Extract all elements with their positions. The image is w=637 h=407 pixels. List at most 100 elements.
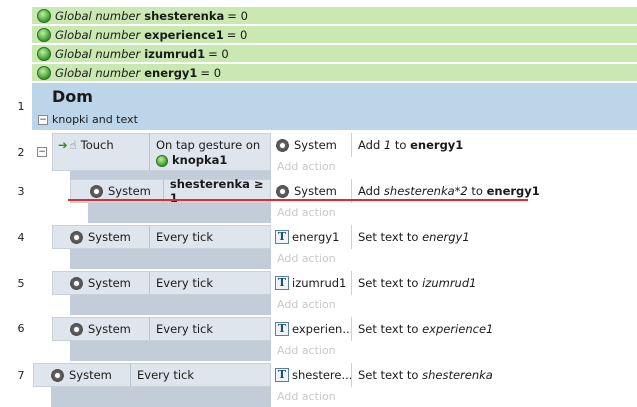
condition-object-name: System	[108, 184, 151, 198]
line-number: 2	[17, 146, 25, 159]
action-object-name: experien...	[292, 322, 352, 336]
action-to: to	[471, 184, 483, 198]
line-number: 6	[17, 322, 25, 335]
condition-object-name: System	[88, 230, 131, 244]
action-verb: Set text to	[358, 368, 419, 382]
condition-object-name: System	[69, 368, 112, 382]
action-row[interactable]: T izumrud1 Set text to izumrud1	[272, 271, 637, 295]
gear-icon	[275, 183, 290, 199]
action-verb: Set text to	[358, 322, 419, 336]
gear-icon	[69, 321, 84, 337]
text-object-icon: T	[275, 230, 289, 244]
collapse-icon[interactable]: −	[38, 115, 48, 125]
event-condition[interactable]: System Every tick	[52, 271, 271, 295]
gear-icon	[69, 229, 84, 245]
action-row[interactable]: T experien... Set text to experience1	[272, 317, 637, 341]
line-number: 7	[17, 369, 25, 382]
global-keyword: Global number	[55, 27, 141, 42]
add-action-link[interactable]: Add action	[272, 203, 637, 223]
global-keyword: Global number	[55, 46, 141, 61]
condition-object: System	[71, 180, 164, 202]
action-object: T izumrud1	[272, 271, 352, 295]
sprite-icon	[156, 154, 168, 167]
arrow-right-icon: ➔	[58, 138, 68, 152]
event-condition[interactable]: System Every tick	[52, 317, 271, 341]
action-value: shesterenka	[422, 368, 493, 382]
group-description: knopki and text	[52, 113, 138, 126]
add-action-link[interactable]: Add action	[272, 387, 637, 407]
action-value: energy1	[422, 230, 470, 244]
action-target: energy1	[410, 138, 464, 152]
global-var-row[interactable]: Global number shesterenka = 0	[32, 6, 637, 24]
condition-spacer	[51, 387, 271, 407]
condition-object: System	[53, 272, 150, 294]
global-var-row[interactable]: Global number energy1 = 0	[32, 63, 637, 81]
line-number: 5	[17, 277, 25, 290]
group-title: Dom	[52, 87, 93, 106]
global-name: shesterenka	[144, 8, 225, 23]
globe-icon	[37, 8, 51, 23]
action-row[interactable]: T energy1 Set text to energy1	[272, 225, 637, 249]
global-name: izumrud1	[144, 46, 206, 61]
global-keyword: Global number	[55, 65, 141, 80]
globe-icon	[37, 65, 51, 80]
action-object-name: shestere...	[292, 368, 352, 382]
global-value: = 0	[200, 65, 222, 80]
add-action-link[interactable]: Add action	[272, 249, 637, 269]
condition-text: On tap gesture on knopka1	[150, 134, 260, 168]
action-object-name: energy1	[292, 230, 340, 244]
event-group[interactable]: Dom − knopki and text	[32, 82, 637, 130]
global-keyword: Global number	[55, 8, 141, 23]
action-object: T experien...	[272, 317, 352, 341]
action-value: izumrud1	[422, 276, 477, 290]
action-value: 1	[383, 138, 392, 152]
action-verb: Add	[358, 138, 381, 152]
action-row[interactable]: T shestere... Set text to shesterenka	[272, 363, 637, 387]
collapse-icon[interactable]: −	[37, 147, 47, 157]
condition-text: Every tick	[137, 368, 195, 382]
text-object-icon: T	[275, 276, 289, 290]
action-object: System	[272, 133, 352, 157]
condition-object-name: System	[88, 276, 131, 290]
condition-object-name: System	[88, 322, 131, 336]
condition-spacer	[70, 341, 271, 361]
action-object: T energy1	[272, 225, 352, 249]
globe-icon	[37, 27, 51, 42]
condition-target: knopka1	[172, 153, 228, 167]
global-value: = 0	[226, 27, 248, 42]
global-value: = 0	[227, 8, 248, 23]
condition-object: System	[53, 318, 150, 340]
condition-object: ➔ ☝ Touch	[53, 134, 150, 170]
condition-spacer	[70, 249, 271, 269]
global-var-row[interactable]: Global number experience1 = 0	[32, 25, 637, 43]
global-name: experience1	[144, 27, 224, 42]
action-row[interactable]: System Add 1 to energy1	[272, 133, 637, 157]
event-condition[interactable]: ➔ ☝ Touch On tap gesture on knopka1	[52, 133, 271, 171]
add-action-link[interactable]: Add action	[272, 295, 637, 315]
event-condition[interactable]: System Every tick	[33, 363, 271, 387]
action-text: Add 1 to energy1	[352, 138, 463, 152]
add-action-link[interactable]: Add action	[272, 341, 637, 361]
action-to: to	[394, 138, 407, 152]
action-text: Set text to energy1	[352, 230, 470, 244]
action-object-name: System	[294, 184, 337, 198]
condition-object: System	[53, 226, 150, 248]
text-object-icon: T	[275, 322, 289, 336]
line-number: 1	[17, 100, 25, 113]
condition-spacer	[70, 171, 271, 179]
action-text: Set text to experience1	[352, 322, 493, 336]
action-text: Set text to izumrud1	[352, 276, 476, 290]
line-number: 3	[17, 185, 25, 198]
event-condition[interactable]: System Every tick	[52, 225, 271, 249]
condition-text: Every tick	[156, 276, 214, 290]
condition-spacer	[88, 203, 271, 223]
action-verb: Set text to	[358, 230, 419, 244]
add-action-link[interactable]: Add action	[272, 157, 637, 177]
global-var-row[interactable]: Global number izumrud1 = 0	[32, 44, 637, 62]
action-object: System	[272, 179, 352, 203]
action-object: T shestere...	[272, 363, 352, 387]
action-value: experience1	[422, 322, 494, 336]
condition-text: Every tick	[156, 322, 214, 336]
global-value: = 0	[208, 46, 229, 61]
touch-hand-icon: ☝	[69, 138, 77, 152]
